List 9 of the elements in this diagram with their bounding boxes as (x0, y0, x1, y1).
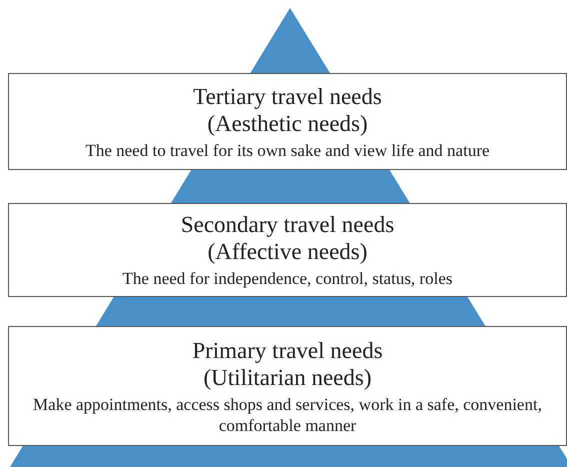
level-description: The need for independence, control, status, roles (122, 268, 452, 289)
level-description: The need to travel for its own sake and view life and nature (85, 140, 490, 160)
level-box (8, 73, 567, 170)
level-heading: Secondary travel needs (Affective needs) (180, 211, 396, 265)
level-heading: Tertiary travel needs (Aesthetic needs) (192, 82, 383, 136)
level-heading: Primary travel needs (Utilitarian needs) (191, 336, 384, 390)
level-box (8, 326, 567, 446)
level-description: Make appointments, access shops and services, work in a safe, convenient, comfortable manner (32, 394, 543, 436)
level-box (8, 203, 567, 297)
